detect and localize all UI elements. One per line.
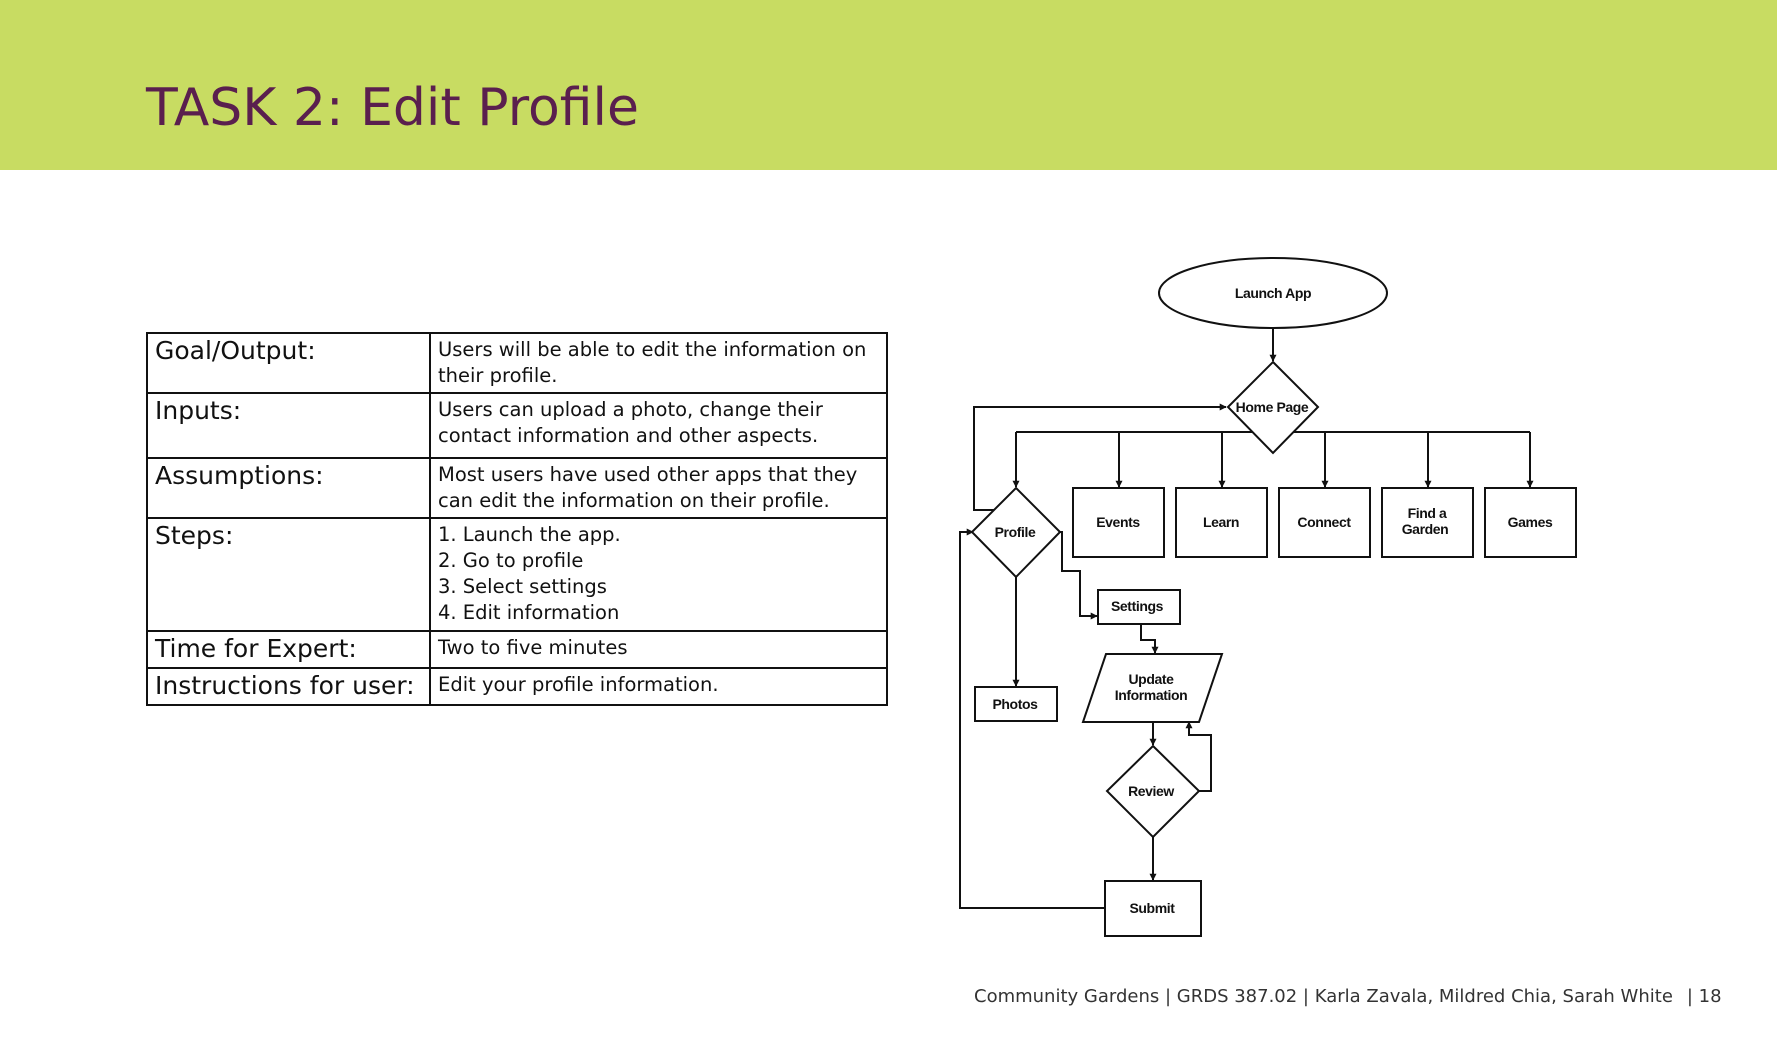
node-submit: Submit [1104,880,1202,937]
node-games: Games [1484,487,1577,558]
node-photos-shape [974,686,1058,722]
node-find-garden-label-line2: Garden [1402,521,1449,537]
node-review-shape [1105,744,1201,839]
step-item: 1. Launch the app. [438,523,621,546]
steps-list: 1. Launch the app. 2. Go to profile 3. S… [429,517,888,632]
node-events-shape [1072,487,1165,558]
node-settings-shape [1097,589,1181,625]
node-photos: Photos [974,686,1058,722]
node-launch-app-shape [1158,257,1388,329]
table-row-assumptions: Assumptions: Most users have used other … [146,457,888,519]
node-review-label: Review [1128,783,1174,799]
table-row-inputs: Inputs: Users can upload a photo, change… [146,392,888,459]
node-launch-app-label: Launch App [1235,285,1311,301]
node-learn: Learn [1175,487,1268,558]
node-profile: Profile [970,486,1062,579]
node-submit-label: Submit [1129,900,1175,916]
footer: Community Gardens | GRDS 387.02 | Karla … [974,986,1722,1008]
node-learn-label: Learn [1203,514,1239,530]
row-label: Instructions for user: [146,667,431,706]
node-review: Review [1105,744,1201,839]
node-update-information-shape [1081,653,1224,723]
node-settings: Settings [1097,589,1181,625]
row-label: Time for Expert: [146,630,431,669]
node-games-shape [1484,487,1577,558]
node-launch-app: Launch App [1158,257,1388,329]
node-connect: Connect [1278,487,1371,558]
row-value: Users can upload a photo, change their c… [429,392,888,459]
row-value: Two to five minutes [429,630,888,669]
table-row-instructions: Instructions for user: Edit your profile… [146,667,888,706]
table-row-time: Time for Expert: Two to five minutes [146,630,888,669]
row-label: Assumptions: [146,457,431,519]
node-find-garden-shape [1381,487,1474,558]
node-submit-shape [1104,880,1202,937]
page-title: TASK 2: Edit Profile [146,78,639,138]
edge-settings-to-update [1140,625,1159,654]
node-connect-shape [1278,487,1371,558]
node-profile-shape [970,486,1062,579]
node-home-page: Home Page [1226,360,1320,455]
step-item: 4. Edit information [438,601,620,624]
row-value: Most users have used other apps that the… [429,457,888,519]
node-games-label: Games [1508,514,1553,530]
table-row-goal: Goal/Output: Users will be able to edit … [146,332,888,394]
node-update-information-label-line2: Information [1115,687,1188,703]
node-settings-label: Settings [1111,598,1164,614]
node-profile-label: Profile [995,524,1036,540]
node-home-page-label: Home Page [1236,399,1309,415]
edge-review-loop [1185,721,1212,792]
step-item: 2. Go to profile [438,549,584,572]
node-home-page-shape [1226,360,1320,455]
edge-profile-to-home [973,403,1227,511]
node-connect-label: Connect [1297,514,1351,530]
edge-profile-to-settings [1060,531,1098,620]
node-photos-label: Photos [992,696,1038,712]
edge-submit-to-profile [959,528,1105,909]
node-find-garden: Find a Garden [1381,487,1474,558]
row-label: Goal/Output: [146,332,431,394]
table-row-steps: Steps: 1. Launch the app. 2. Go to profi… [146,517,888,632]
node-events: Events [1072,487,1165,558]
footer-text: Community Gardens | GRDS 387.02 | Karla … [974,986,1673,1007]
node-learn-shape [1175,487,1268,558]
step-item: 3. Select settings [438,575,607,598]
node-find-garden-label-line1: Find a [1408,505,1447,521]
row-value: Users will be able to edit the informati… [429,332,888,394]
row-label: Inputs: [146,392,431,459]
node-events-label: Events [1096,514,1140,530]
header-band [0,0,1777,170]
row-label: Steps: [146,517,431,632]
node-update-information-label-line1: Update [1128,671,1174,687]
row-value: Edit your profile information. [429,667,888,706]
task-table: Goal/Output: Users will be able to edit … [146,332,888,706]
node-update-information: Update Information [1081,653,1224,723]
page-number: | 18 [1686,986,1722,1007]
